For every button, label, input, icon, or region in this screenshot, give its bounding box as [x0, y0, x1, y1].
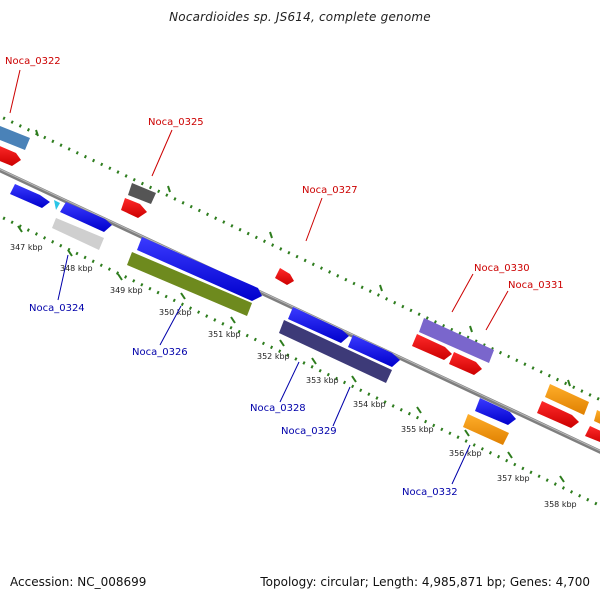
- gene-feature[interactable]: [419, 318, 494, 363]
- leader-line: [332, 386, 351, 427]
- tick-label: 352 kbp: [257, 352, 290, 361]
- gene-label[interactable]: Noca_0330: [474, 263, 530, 274]
- gene-label[interactable]: Noca_0322: [5, 56, 61, 67]
- leader-line: [159, 305, 182, 346]
- gene-feature[interactable]: [52, 218, 104, 250]
- tick-label: 350 kbp: [159, 308, 192, 317]
- gene-feature[interactable]: [585, 426, 600, 444]
- tick-marks: [17, 225, 565, 483]
- gene-feature[interactable]: [54, 200, 60, 210]
- map-title: Nocardioides sp. JS614, complete genome: [169, 10, 431, 24]
- leader-line: [151, 129, 173, 177]
- tick-mark: [167, 185, 171, 193]
- gene-feature[interactable]: [475, 398, 516, 425]
- tick-mark: [230, 316, 236, 324]
- gene-feature[interactable]: [463, 414, 509, 445]
- leader-line: [57, 254, 69, 301]
- tick-mark: [379, 284, 383, 292]
- gene-label[interactable]: Noca_0332: [402, 487, 458, 498]
- tick-label: 347 kbp: [10, 243, 43, 252]
- leader-line: [451, 444, 471, 485]
- gene-feature[interactable]: [121, 198, 147, 218]
- tick-mark: [351, 375, 357, 383]
- tick-mark: [279, 339, 285, 347]
- gene-feature[interactable]: [412, 334, 452, 360]
- tick-label: 348 kbp: [60, 264, 93, 273]
- gene-label[interactable]: Noca_0324: [29, 303, 85, 314]
- gene-label[interactable]: Noca_0325: [148, 117, 204, 128]
- gene-features: [0, 124, 600, 445]
- tick-mark: [464, 429, 470, 437]
- gene-feature[interactable]: [537, 401, 579, 428]
- tick-mark: [17, 225, 23, 233]
- tick-mark: [469, 325, 473, 333]
- tick-mark: [559, 475, 565, 483]
- gene-feature[interactable]: [594, 410, 600, 426]
- gene-label[interactable]: Noca_0326: [132, 347, 188, 358]
- tick-marks-upper: [35, 129, 571, 387]
- gene-feature[interactable]: [0, 124, 30, 150]
- gene-feature[interactable]: [288, 307, 349, 343]
- leader-line: [279, 361, 300, 403]
- tick-mark: [180, 292, 186, 300]
- tick-mark: [416, 406, 422, 414]
- gene-labels: Noca_0322 Noca_0324 Noca_0325 Noca_0326 …: [5, 56, 564, 498]
- gene-feature[interactable]: [275, 268, 294, 285]
- gene-label[interactable]: Noca_0328: [250, 403, 306, 414]
- gene-label[interactable]: Noca_0327: [302, 185, 358, 196]
- gene-feature[interactable]: [0, 144, 21, 166]
- gene-label[interactable]: Noca_0331: [508, 280, 564, 291]
- tick-mark: [269, 231, 273, 239]
- gene-feature[interactable]: [449, 352, 482, 375]
- tick-mark: [507, 451, 513, 459]
- tick-label: 358 kbp: [544, 500, 577, 509]
- leader-line: [451, 273, 474, 313]
- gene-feature[interactable]: [348, 335, 400, 367]
- genome-summary-text: Topology: circular; Length: 4,985,871 bp…: [260, 575, 590, 589]
- outer-dotted-strand: [0, 114, 600, 402]
- tick-label: 354 kbp: [353, 400, 386, 409]
- tick-mark: [35, 129, 39, 137]
- genome-backbone-highlight: [0, 168, 600, 452]
- gene-feature[interactable]: [128, 183, 156, 204]
- leader-line: [305, 197, 323, 242]
- gene-feature[interactable]: [10, 184, 50, 208]
- gene-label[interactable]: Noca_0329: [281, 426, 337, 437]
- inner-dotted-strand: [0, 214, 600, 508]
- tick-label: 355 kbp: [401, 425, 434, 434]
- gene-feature[interactable]: [279, 320, 392, 383]
- tick-mark: [567, 379, 571, 387]
- tick-mark: [67, 249, 73, 257]
- gene-feature[interactable]: [137, 237, 262, 301]
- tick-mark: [117, 273, 123, 281]
- leader-line: [9, 69, 21, 114]
- tick-label: 351 kbp: [208, 330, 241, 339]
- tick-label: 356 kbp: [449, 449, 482, 458]
- gene-feature[interactable]: [545, 384, 589, 415]
- leader-line: [485, 290, 509, 331]
- gene-feature[interactable]: [60, 202, 112, 232]
- tick-label: 357 kbp: [497, 474, 530, 483]
- gene-feature[interactable]: [127, 252, 252, 316]
- tick-label: 349 kbp: [110, 286, 143, 295]
- tick-labels: 347 kbp 348 kbp 349 kbp 350 kbp 351 kbp …: [10, 243, 577, 509]
- tick-mark: [311, 357, 317, 365]
- accession-text: Accession: NC_008699: [10, 575, 147, 589]
- tick-label: 353 kbp: [306, 376, 339, 385]
- leader-lines: [9, 69, 509, 485]
